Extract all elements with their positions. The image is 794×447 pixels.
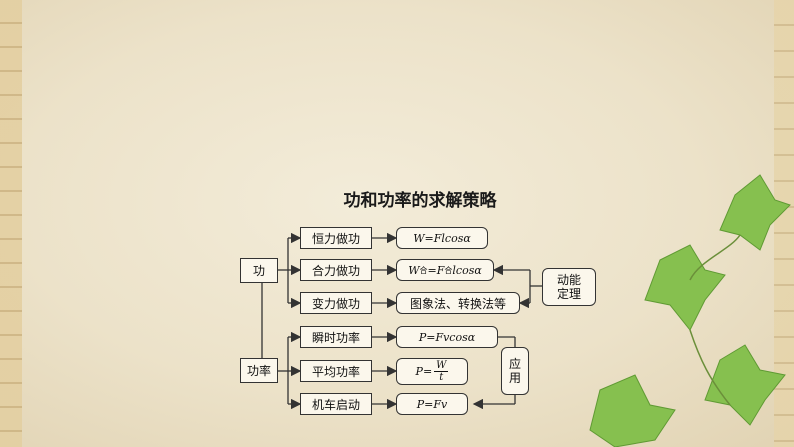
node-power: 功率 <box>240 358 278 383</box>
formula-average-power: P= W t <box>396 358 468 385</box>
formula-vehicle-start: P=Fv <box>396 393 468 415</box>
apply-line-2: 用 <box>508 371 521 385</box>
node-net-force-work: 合力做功 <box>300 259 372 281</box>
brick-wall-left <box>0 0 22 447</box>
diagram-title: 功和功率的求解策略 <box>343 191 497 211</box>
formula-average-prefix: P= <box>415 365 433 378</box>
subscript-net-2: 合 <box>444 265 453 275</box>
formula-constant-force: W=Flcosα <box>396 227 488 249</box>
fraction-numerator: W <box>434 360 449 372</box>
brick-wall-right <box>774 0 794 447</box>
fraction-denominator: t <box>439 372 444 383</box>
node-variable-force-work: 变力做功 <box>300 292 372 314</box>
formula-net-force-w: W <box>408 263 420 277</box>
fraction: W t <box>434 360 449 383</box>
subscript-net: 合 <box>419 265 428 275</box>
theorem-line-1: 动能 <box>556 273 581 287</box>
node-kinetic-energy-theorem: 动能 定理 <box>542 268 596 306</box>
node-average-power: 平均功率 <box>300 360 372 382</box>
node-instantaneous-power: 瞬时功率 <box>300 326 372 348</box>
theorem-line-2: 定理 <box>556 287 581 301</box>
node-vehicle-start: 机车启动 <box>300 393 372 415</box>
formula-net-force-rest: lcosα <box>452 263 482 277</box>
apply-line-1: 应 <box>508 357 521 371</box>
formula-variable-force: 图象法、转换法等 <box>396 292 520 314</box>
node-application: 应 用 <box>501 347 529 395</box>
formula-net-force-eq: =F <box>427 263 445 277</box>
node-constant-force-work: 恒力做功 <box>300 227 372 249</box>
formula-instantaneous-power: P=Fvcosα <box>396 326 498 348</box>
node-work: 功 <box>240 258 278 283</box>
